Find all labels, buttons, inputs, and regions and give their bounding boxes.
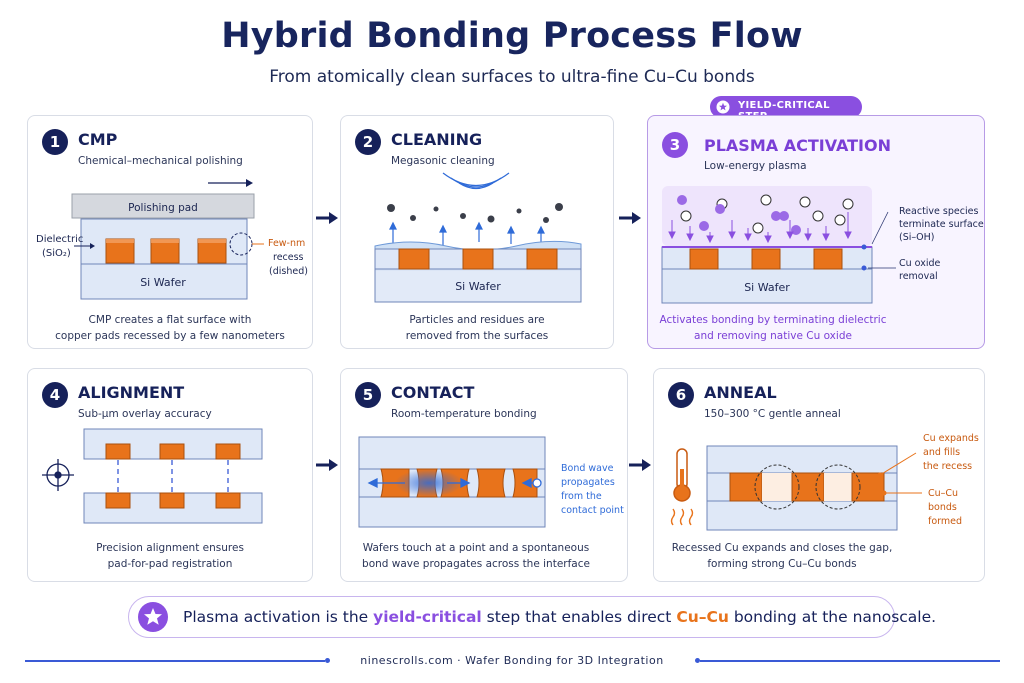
wafer-label: Si Wafer	[140, 276, 186, 289]
copper-pad	[159, 492, 185, 509]
motion-arrow-icon	[246, 179, 253, 187]
step-number: 2	[355, 129, 381, 155]
particle-icons	[387, 203, 563, 223]
copper-pad	[729, 472, 763, 502]
dielectric-label: Dielectric	[36, 234, 83, 245]
recess-label-line1: Few-nm	[268, 238, 305, 249]
thermometer-icon	[673, 448, 691, 502]
wave-label-line4: contact point	[561, 505, 624, 516]
expand-label-line3: the recess	[923, 461, 972, 472]
reactive-label-line2: terminate surface	[899, 219, 984, 230]
page-subtitle: From atomically clean surfaces to ultra-…	[269, 67, 755, 87]
step-title: PLASMA ACTIVATION	[704, 136, 891, 155]
flow-arrow-icon	[315, 210, 339, 229]
recess-label-line2: recess	[273, 252, 304, 263]
step-card-contact: 5 CONTACT Room-temperature bonding Bond …	[340, 368, 628, 582]
step-subtitle: Sub-μm overlay accuracy	[78, 408, 212, 420]
step-number: 1	[42, 129, 68, 155]
step-subtitle: Low-energy plasma	[704, 160, 807, 172]
star-icon	[716, 100, 730, 114]
wave-label-line3: from the	[561, 491, 602, 502]
step-subtitle: Room-temperature bonding	[391, 408, 537, 420]
cmp-diagram: Polishing pad Si Wafer Dielectric (SiO₂)…	[36, 179, 308, 300]
oxide-label-line2: removal	[899, 271, 938, 282]
banner-text: Plasma activation is the yield-critical …	[183, 608, 937, 626]
step-title: CLEANING	[391, 130, 483, 149]
summary-banner: Plasma activation is the yield-critical …	[128, 596, 936, 638]
cleaning-diagram: Si Wafer	[374, 172, 582, 303]
footer-divider-left	[25, 660, 325, 662]
step-subtitle: Chemical–mechanical polishing	[78, 155, 243, 167]
step-title: CONTACT	[391, 383, 475, 402]
copper-pad	[813, 248, 843, 270]
step-subtitle: 150–300 °C gentle anneal	[704, 408, 841, 420]
step-number: 6	[668, 382, 694, 408]
reactive-label-line3: (Si–OH)	[899, 232, 934, 243]
dielectric-formula-label: (SiO₂)	[42, 248, 71, 259]
wafer-label: Si Wafer	[744, 281, 790, 294]
polishing-pad-label: Polishing pad	[128, 202, 198, 214]
footer-text: ninescrolls.com · Wafer Bonding for 3D I…	[360, 654, 664, 667]
step-description: CMP creates a flat surface with copper p…	[55, 314, 285, 342]
copper-pad	[159, 443, 185, 460]
reactive-label-line1: Reactive species	[899, 206, 978, 217]
copper-pad	[851, 472, 885, 502]
step-card-plasma-activation: 3 PLASMA ACTIVATION Low-energy plasma	[647, 115, 985, 349]
step-description: Particles and residues are removed from …	[405, 314, 549, 342]
heat-waves-icon	[670, 508, 694, 526]
step-subtitle: Megasonic cleaning	[391, 155, 495, 167]
copper-pad	[105, 492, 131, 509]
footer-divider-right	[700, 660, 1000, 662]
contact-diagram: Bond wave propagates from the contact po…	[358, 436, 624, 528]
copper-pad	[526, 248, 558, 270]
step-description: Wafers touch at a point and a spontaneou…	[362, 542, 590, 570]
wave-label-line2: propagates	[561, 477, 615, 488]
step-number: 4	[42, 382, 68, 408]
copper-pad	[751, 248, 781, 270]
footer-dot	[695, 658, 700, 663]
footer-dot	[325, 658, 330, 663]
copper-pad	[689, 248, 719, 270]
bonds-label-line2: bonds	[928, 502, 957, 513]
expand-label-line2: and fills	[923, 447, 960, 458]
crosshair-icon	[42, 459, 74, 491]
plasma-diagram: Si Wafer Reactive species terminate surf…	[661, 186, 984, 304]
recess-label-line3: (dished)	[269, 266, 308, 277]
wave-label-line1: Bond wave	[561, 463, 614, 474]
step-card-cmp: 1 CMP Chemical–mechanical polishing Poli…	[27, 115, 313, 349]
step-card-alignment: 4 ALIGNMENT Sub-μm overlay accuracy Prec…	[27, 368, 313, 582]
expand-label-line1: Cu expands	[923, 433, 979, 444]
star-icon	[138, 602, 168, 632]
alignment-diagram	[42, 428, 263, 524]
page-title: Hybrid Bonding Process Flow	[221, 16, 803, 56]
flow-arrow-icon	[315, 457, 339, 476]
step-number: 3	[662, 132, 688, 158]
copper-pad	[476, 468, 506, 498]
step-title: CMP	[78, 130, 118, 149]
step-card-anneal: 6 ANNEAL 150–300 °C gentle anneal Cu exp…	[653, 368, 985, 582]
copper-pad	[215, 492, 241, 509]
step-description: Precision alignment ensures pad-for-pad …	[96, 542, 244, 570]
copper-pad	[398, 248, 430, 270]
copper-pad	[462, 248, 494, 270]
copper-pad	[105, 443, 131, 460]
oxide-label-line1: Cu oxide	[899, 258, 940, 269]
megasonic-waves-icon	[442, 172, 510, 190]
flow-arrow-icon	[618, 210, 642, 229]
anneal-diagram: Cu expands and fills the recess Cu–Cu bo…	[670, 433, 979, 531]
flow-arrow-icon	[628, 457, 652, 476]
copper-pad	[215, 443, 241, 460]
step-title: ALIGNMENT	[78, 383, 185, 402]
wafer-label: Si Wafer	[455, 280, 501, 293]
plasma-ion-icons	[677, 194, 854, 235]
step-title: ANNEAL	[704, 383, 777, 402]
step-description: Recessed Cu expands and closes the gap, …	[671, 542, 893, 570]
step-description: Activates bonding by terminating dielect…	[659, 314, 887, 342]
bonds-label-line1: Cu–Cu	[928, 488, 958, 499]
step-number: 5	[355, 382, 381, 408]
bonds-label-line3: formed	[928, 516, 962, 527]
step-card-cleaning: 2 CLEANING Megasonic cleaning Si Wafer P…	[340, 115, 614, 349]
